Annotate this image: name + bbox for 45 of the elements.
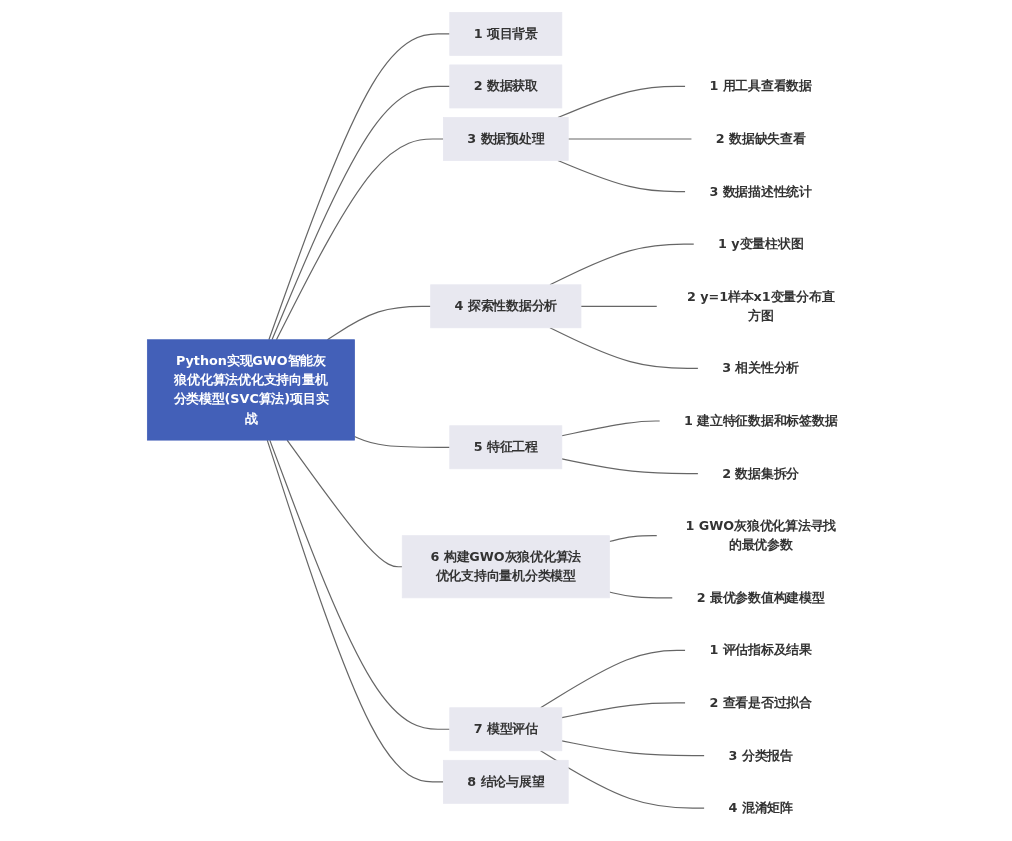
connector	[271, 85, 451, 340]
connector	[540, 649, 687, 708]
node-box: 3 数据预处理	[443, 116, 569, 161]
node-text: 2 y=1样本x1变量分布直方图	[687, 288, 835, 323]
node-box: 4 探索性数据分析	[430, 283, 582, 328]
node-box: 2 数据获取	[449, 64, 563, 108]
node-text: 1 建立特征数据和标签数据	[684, 412, 838, 428]
node-text: 1 y变量柱状图	[718, 235, 804, 251]
connector	[561, 419, 661, 436]
node-text: 2 最优参数值构建模型	[696, 589, 825, 605]
connector	[354, 435, 451, 448]
connector	[561, 701, 687, 718]
node-text: 3 分类报告	[728, 747, 794, 763]
node-text: 2 数据缺失查看	[716, 130, 806, 146]
connector	[608, 534, 658, 542]
node-text: 2 数据集拆分	[722, 465, 800, 481]
node-box: 8 结论与展望	[443, 759, 569, 804]
connector	[549, 326, 700, 369]
node-text: 2 查看是否过拟合	[709, 694, 813, 710]
node-box: 6 构建GWO灰狼优化算法优化支持向量机分类模型	[402, 534, 610, 598]
node-box: 5 特征工程	[449, 424, 563, 469]
node-text: 3 相关性分析	[722, 359, 800, 376]
node-box: 7 模型评估	[449, 706, 563, 751]
node-text: 1 GWO灰狼优化算法寻找的最优参数	[685, 517, 837, 552]
connector	[557, 85, 687, 118]
connector	[561, 739, 706, 756]
node-text: 3 数据描述性统计	[709, 183, 813, 199]
connector	[276, 137, 445, 340]
connector	[561, 457, 700, 474]
connector	[567, 137, 693, 140]
connector	[608, 590, 674, 598]
connector	[286, 439, 404, 567]
connector	[549, 243, 695, 285]
connector	[266, 439, 445, 782]
connector	[327, 305, 432, 340]
node-box: 1 项目背景	[449, 11, 563, 56]
node-box: Python实现GWO智能灰狼优化算法优化支持向量机分类模型(SVC算法)项目实战	[147, 338, 356, 440]
connector	[557, 159, 687, 192]
node-text: 4 混淆矩阵	[728, 799, 794, 815]
connector	[540, 749, 706, 809]
node-text: 1 评估指标及结果	[709, 641, 813, 658]
connector	[269, 439, 451, 730]
node-text: 1 用工具查看数据	[709, 77, 813, 94]
connector	[268, 32, 451, 340]
connector	[580, 305, 658, 307]
